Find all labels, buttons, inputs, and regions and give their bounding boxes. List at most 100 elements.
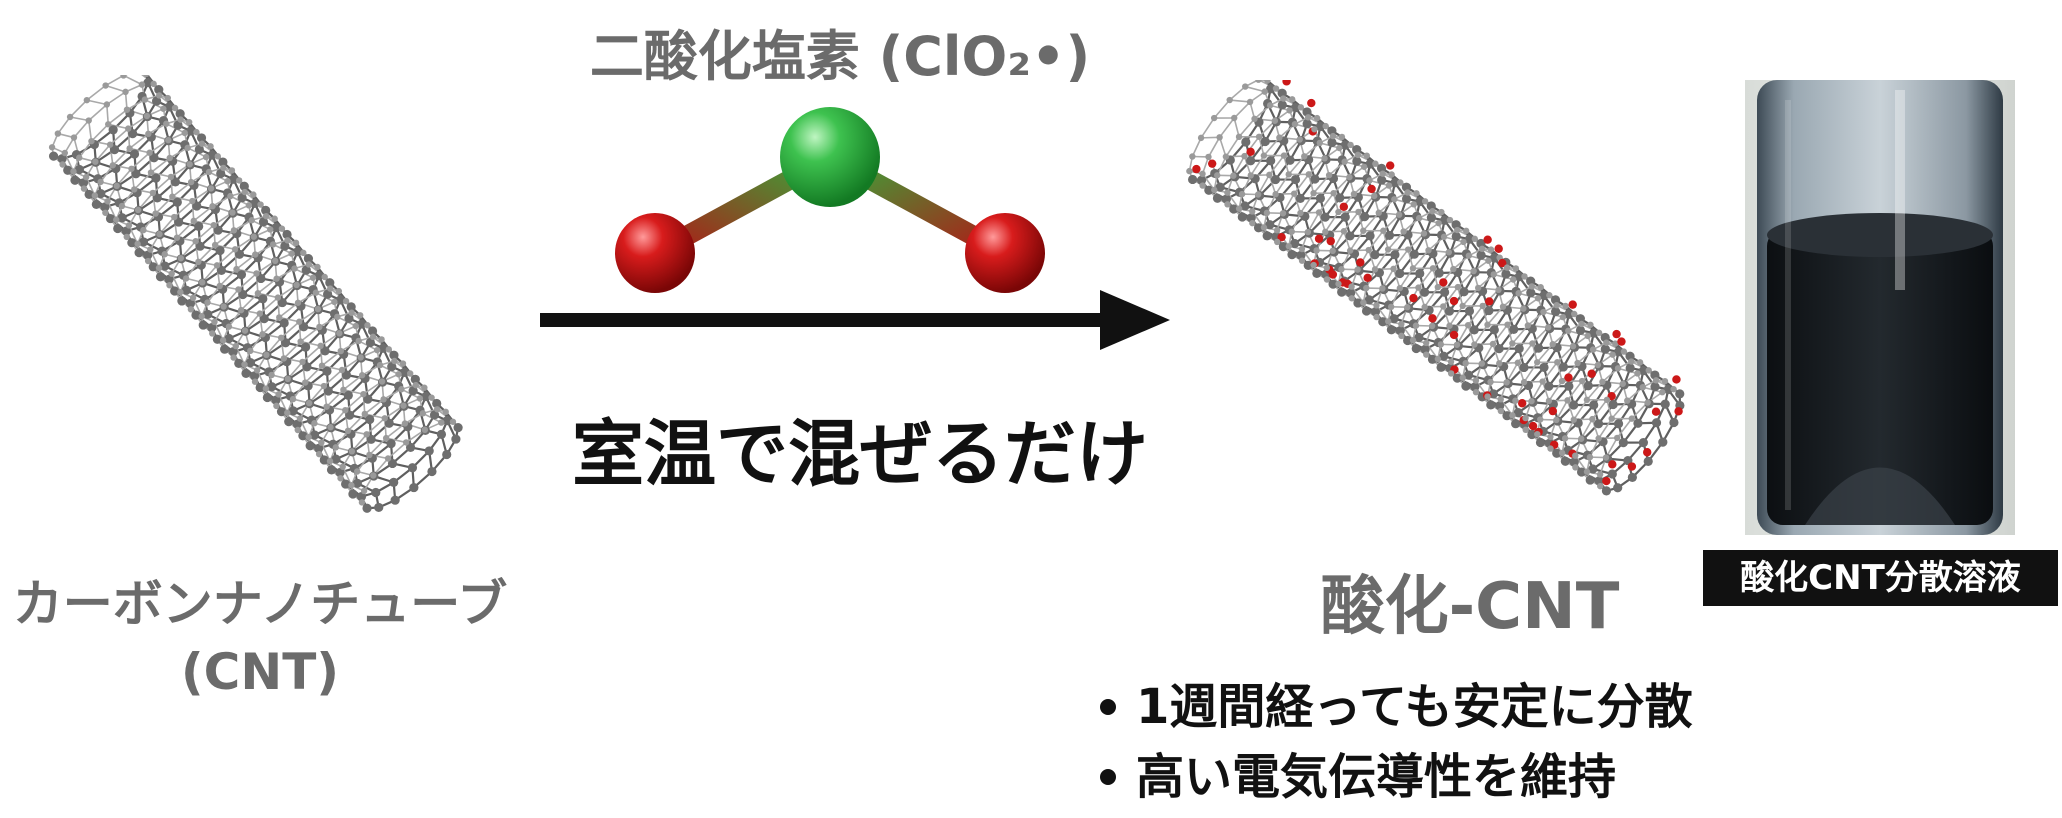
- carbon-atom: [241, 327, 249, 334]
- cc-bond: [121, 188, 135, 207]
- carbon-atom: [321, 273, 328, 281]
- carbon-atom: [335, 287, 343, 295]
- oxygen-atom: [1517, 399, 1527, 408]
- carbon-atom: [365, 414, 375, 425]
- carbon-atom: [357, 354, 364, 361]
- carbon-atom: [1534, 295, 1542, 302]
- carbon-atom: [249, 371, 260, 381]
- carbon-atom: [91, 199, 101, 209]
- reactant-name-line2: (CNT): [180, 643, 340, 701]
- carbon-atom: [1650, 370, 1660, 380]
- carbon-atom: [1459, 302, 1466, 310]
- carbon-atom: [228, 174, 239, 184]
- carbon-atom: [314, 271, 324, 281]
- carbon-atom: [1464, 306, 1475, 316]
- cc-bond: [176, 220, 195, 239]
- carbon-atom: [1311, 126, 1318, 133]
- carbon-atom: [209, 203, 216, 210]
- carbon-atom: [1199, 170, 1206, 178]
- carbon-atom: [1495, 286, 1502, 294]
- carbon-atom: [227, 192, 234, 200]
- carbon-atom: [1494, 344, 1504, 354]
- carbon-atom: [1346, 247, 1354, 254]
- carbon-atom: [238, 289, 248, 300]
- carbon-atom: [1462, 227, 1470, 235]
- carbon-atom: [1578, 320, 1585, 328]
- carbon-atom: [1564, 397, 1571, 404]
- carbon-atom: [1509, 324, 1519, 334]
- carbon-atom: [1388, 171, 1395, 178]
- carbon-atom: [1422, 339, 1430, 347]
- carbon-atom: [1186, 167, 1193, 175]
- carbon-atom: [144, 257, 152, 265]
- cc-bond: [109, 128, 129, 146]
- carbon-atom: [1464, 370, 1474, 380]
- carbon-atom: [175, 109, 185, 119]
- carbon-atom: [1365, 159, 1375, 169]
- carbon-atom: [185, 298, 196, 309]
- cc-bond: [129, 147, 150, 154]
- carbon-atom: [105, 121, 112, 128]
- carbon-atom: [1266, 84, 1276, 94]
- carbon-atom: [1569, 457, 1579, 467]
- carbon-atom: [1272, 85, 1280, 92]
- cc-bond: [106, 200, 117, 221]
- carbon-atom: [341, 370, 352, 380]
- carbon-atom: [1527, 429, 1537, 440]
- dispersion-vial-photo: [1745, 80, 2015, 535]
- carbon-atom: [1618, 437, 1628, 448]
- carbon-atom: [1558, 377, 1566, 385]
- carbon-atom: [1224, 201, 1231, 208]
- carbon-atom: [171, 213, 178, 221]
- carbon-atom: [323, 403, 330, 410]
- carbon-atom: [1289, 96, 1296, 103]
- carbon-atom: [1524, 322, 1532, 329]
- carbon-atom: [150, 80, 157, 88]
- cc-bond: [130, 152, 151, 170]
- carbon-atom: [1545, 324, 1552, 331]
- carbon-atom: [125, 222, 133, 229]
- carbon-atom: [1410, 201, 1418, 208]
- carbon-atom: [207, 143, 214, 150]
- carbon-atom: [1440, 303, 1447, 310]
- carbon-atom: [1360, 227, 1367, 234]
- carbon-atom: [1237, 212, 1247, 222]
- bullet-icon: [1100, 769, 1116, 785]
- cc-bond: [1293, 173, 1310, 195]
- carbon-atom: [382, 434, 390, 442]
- cc-bond: [1258, 136, 1265, 156]
- carbon-atom: [1280, 95, 1287, 102]
- oxygen-atom: [1651, 407, 1661, 416]
- carbon-atom: [1370, 307, 1381, 317]
- carbon-atom: [1427, 354, 1438, 364]
- carbon-atom: [1395, 325, 1405, 336]
- clo2-molecule: [615, 107, 1045, 293]
- cc-bond: [335, 430, 349, 448]
- cc-bond: [152, 176, 172, 194]
- carbon-atom: [151, 96, 162, 106]
- carbon-atom: [1583, 381, 1593, 391]
- carbon-atom: [1297, 209, 1304, 217]
- cc-bond: [1511, 324, 1529, 345]
- carbon-atom: [210, 221, 217, 229]
- carbon-atom: [1452, 373, 1462, 383]
- carbon-atom: [340, 386, 347, 394]
- carbon-atom: [125, 125, 132, 132]
- carbon-atom: [177, 296, 187, 306]
- cc-bond: [301, 345, 322, 363]
- cc-bond: [1548, 380, 1563, 402]
- carbon-atom: [237, 306, 245, 314]
- carbon-atom: [305, 399, 313, 407]
- carbon-atom: [177, 288, 184, 296]
- cc-bond: [1392, 249, 1409, 270]
- carbon-atom: [1398, 320, 1405, 328]
- oxygen-atom: [1672, 375, 1681, 384]
- carbon-atom: [284, 375, 291, 383]
- carbon-atom: [387, 362, 397, 372]
- cc-bond: [1243, 155, 1252, 176]
- carbon-atom: [1510, 276, 1517, 283]
- carbon-atom: [1420, 230, 1428, 237]
- carbon-atom: [1385, 182, 1393, 189]
- carbon-atom: [1478, 360, 1486, 367]
- cc-bond: [277, 394, 288, 414]
